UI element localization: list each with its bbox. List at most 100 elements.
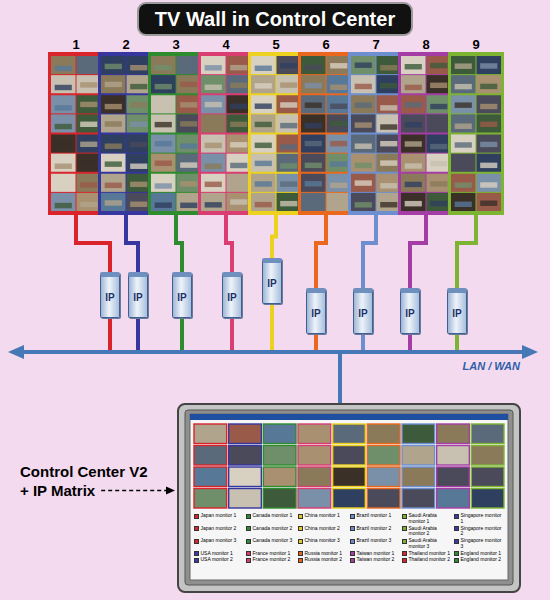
video-thumbnail: [201, 174, 226, 192]
legend-swatch: [454, 551, 459, 556]
video-cable: [316, 215, 326, 288]
screen-thumbnail: [333, 467, 366, 487]
device-label: IP: [358, 308, 368, 319]
video-detail: [405, 122, 422, 127]
video-detail: [230, 181, 247, 186]
legend-text: Japan monitor 1: [201, 513, 237, 519]
video-detail: [480, 63, 497, 68]
legend-entry: Saudi Arabia monitor 1: [402, 513, 452, 525]
ip-encoder: IP: [447, 288, 467, 334]
monitor-frame: [148, 52, 204, 215]
video-detail: [330, 183, 347, 188]
video-detail: [455, 142, 472, 147]
video-detail: [205, 122, 222, 127]
device-label: IP: [405, 308, 415, 319]
video-thumbnails: [51, 55, 101, 212]
screen-thumbnail: [263, 489, 296, 509]
device-label: IP: [227, 292, 237, 303]
ip-encoder: IP: [172, 272, 192, 318]
ip-encoder: IP: [400, 288, 420, 334]
screen-thumbnail: [333, 446, 366, 466]
video-detail: [205, 85, 222, 90]
video-detail: [180, 64, 197, 69]
video-detail: [180, 82, 197, 87]
video-thumbnail: [51, 75, 76, 93]
legend-entry: Singapore monitor 2: [454, 526, 504, 538]
legend-text: Taiwan monitor 2: [357, 557, 395, 563]
video-thumbnails: [101, 55, 151, 212]
screen-thumbnail: [367, 446, 400, 466]
video-detail: [355, 122, 372, 127]
video-detail: [355, 180, 372, 185]
video-thumbnail: [101, 135, 126, 153]
legend-entry: Russia monitor 1: [298, 551, 348, 557]
video-thumbnail: [51, 193, 76, 211]
legend-entry: Saudi Arabia monitor 2: [402, 526, 452, 538]
video-cable: [363, 215, 376, 288]
legend-swatch: [402, 558, 407, 563]
legend-swatch: [246, 514, 251, 519]
video-detail: [255, 122, 272, 127]
callout-number: 6: [298, 38, 354, 52]
screen-thumbnail: [402, 446, 435, 466]
legend-entry: Canada monitor 1: [246, 513, 296, 525]
video-detail: [305, 102, 322, 107]
video-thumbnail: [451, 193, 476, 211]
video-detail: [455, 202, 472, 207]
legend-entry: Canada monitor 2: [246, 526, 296, 538]
screen-thumbnail: [437, 446, 470, 466]
video-thumbnail: [401, 193, 426, 211]
video-detail: [155, 183, 172, 188]
video-detail: [180, 203, 197, 208]
monitor-column: 2: [98, 38, 154, 215]
legend-entry: Japan monitor 2: [194, 526, 244, 538]
screen-thumbnail: [194, 489, 227, 509]
video-detail: [480, 163, 497, 168]
device-label: IP: [452, 308, 462, 319]
video-thumbnail: [201, 193, 226, 211]
video-detail: [55, 203, 72, 208]
video-detail: [130, 182, 147, 187]
video-thumbnail: [401, 56, 426, 74]
legend-entry: Singapore monitor 1: [454, 513, 504, 525]
video-detail: [430, 181, 447, 186]
legend-entry: China monitor 2: [298, 526, 348, 538]
video-detail: [180, 143, 197, 148]
screen-thumbnail: [437, 489, 470, 509]
video-detail: [405, 64, 422, 69]
video-thumbnail: [251, 56, 276, 74]
video-detail: [455, 182, 472, 187]
legend-swatch: [194, 539, 199, 544]
legend-text: Canada monitor 2: [253, 526, 293, 532]
video-detail: [380, 160, 397, 165]
video-detail: [105, 143, 122, 148]
video-detail: [205, 164, 222, 169]
video-thumbnail: [151, 135, 176, 153]
legend-entry: China monitor 1: [298, 513, 348, 525]
monitor-column: 1: [48, 38, 104, 215]
callout-number: 2: [98, 38, 154, 52]
legend-swatch: [246, 539, 251, 544]
video-detail: [480, 201, 497, 206]
video-detail: [130, 142, 147, 147]
legend-text: England monitor 1: [461, 551, 502, 557]
video-thumbnails: [201, 55, 251, 212]
video-cable: [272, 215, 276, 258]
ip-encoder: IP: [100, 272, 120, 318]
video-thumbnail: [151, 174, 176, 192]
screen-thumbnail: [194, 446, 227, 466]
device-label: IP: [177, 292, 187, 303]
legend-text: Saudi Arabia monitor 1: [409, 513, 453, 525]
video-detail: [355, 143, 372, 148]
video-thumbnails: [451, 55, 501, 212]
video-detail: [455, 63, 472, 68]
video-thumbnail: [401, 174, 426, 192]
callout-arrowhead: [166, 487, 175, 495]
video-thumbnails: [401, 55, 451, 212]
legend-text: Japan monitor 2: [201, 526, 237, 532]
video-thumbnail: [251, 135, 276, 153]
monitor-frame: [448, 52, 504, 215]
legend-text: Thailand monitor 2: [409, 557, 450, 563]
video-detail: [330, 104, 347, 109]
